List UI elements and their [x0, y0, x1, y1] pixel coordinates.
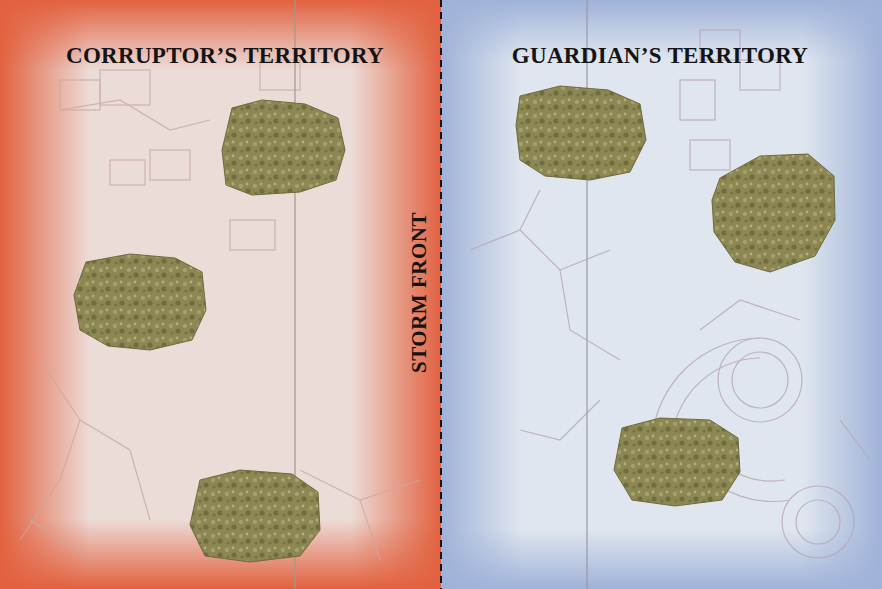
deployment-zone: CORRUPTOR’S TERRITORY — [0, 0, 441, 589]
deployment-zone: GUARDIAN’S TERRITORY — [441, 0, 882, 589]
zone-heading: GUARDIAN’S TERRITORY — [512, 43, 808, 69]
storm-front-label: STORM FRONT — [406, 212, 431, 373]
zone-heading: CORRUPTOR’S TERRITORY — [66, 43, 384, 69]
